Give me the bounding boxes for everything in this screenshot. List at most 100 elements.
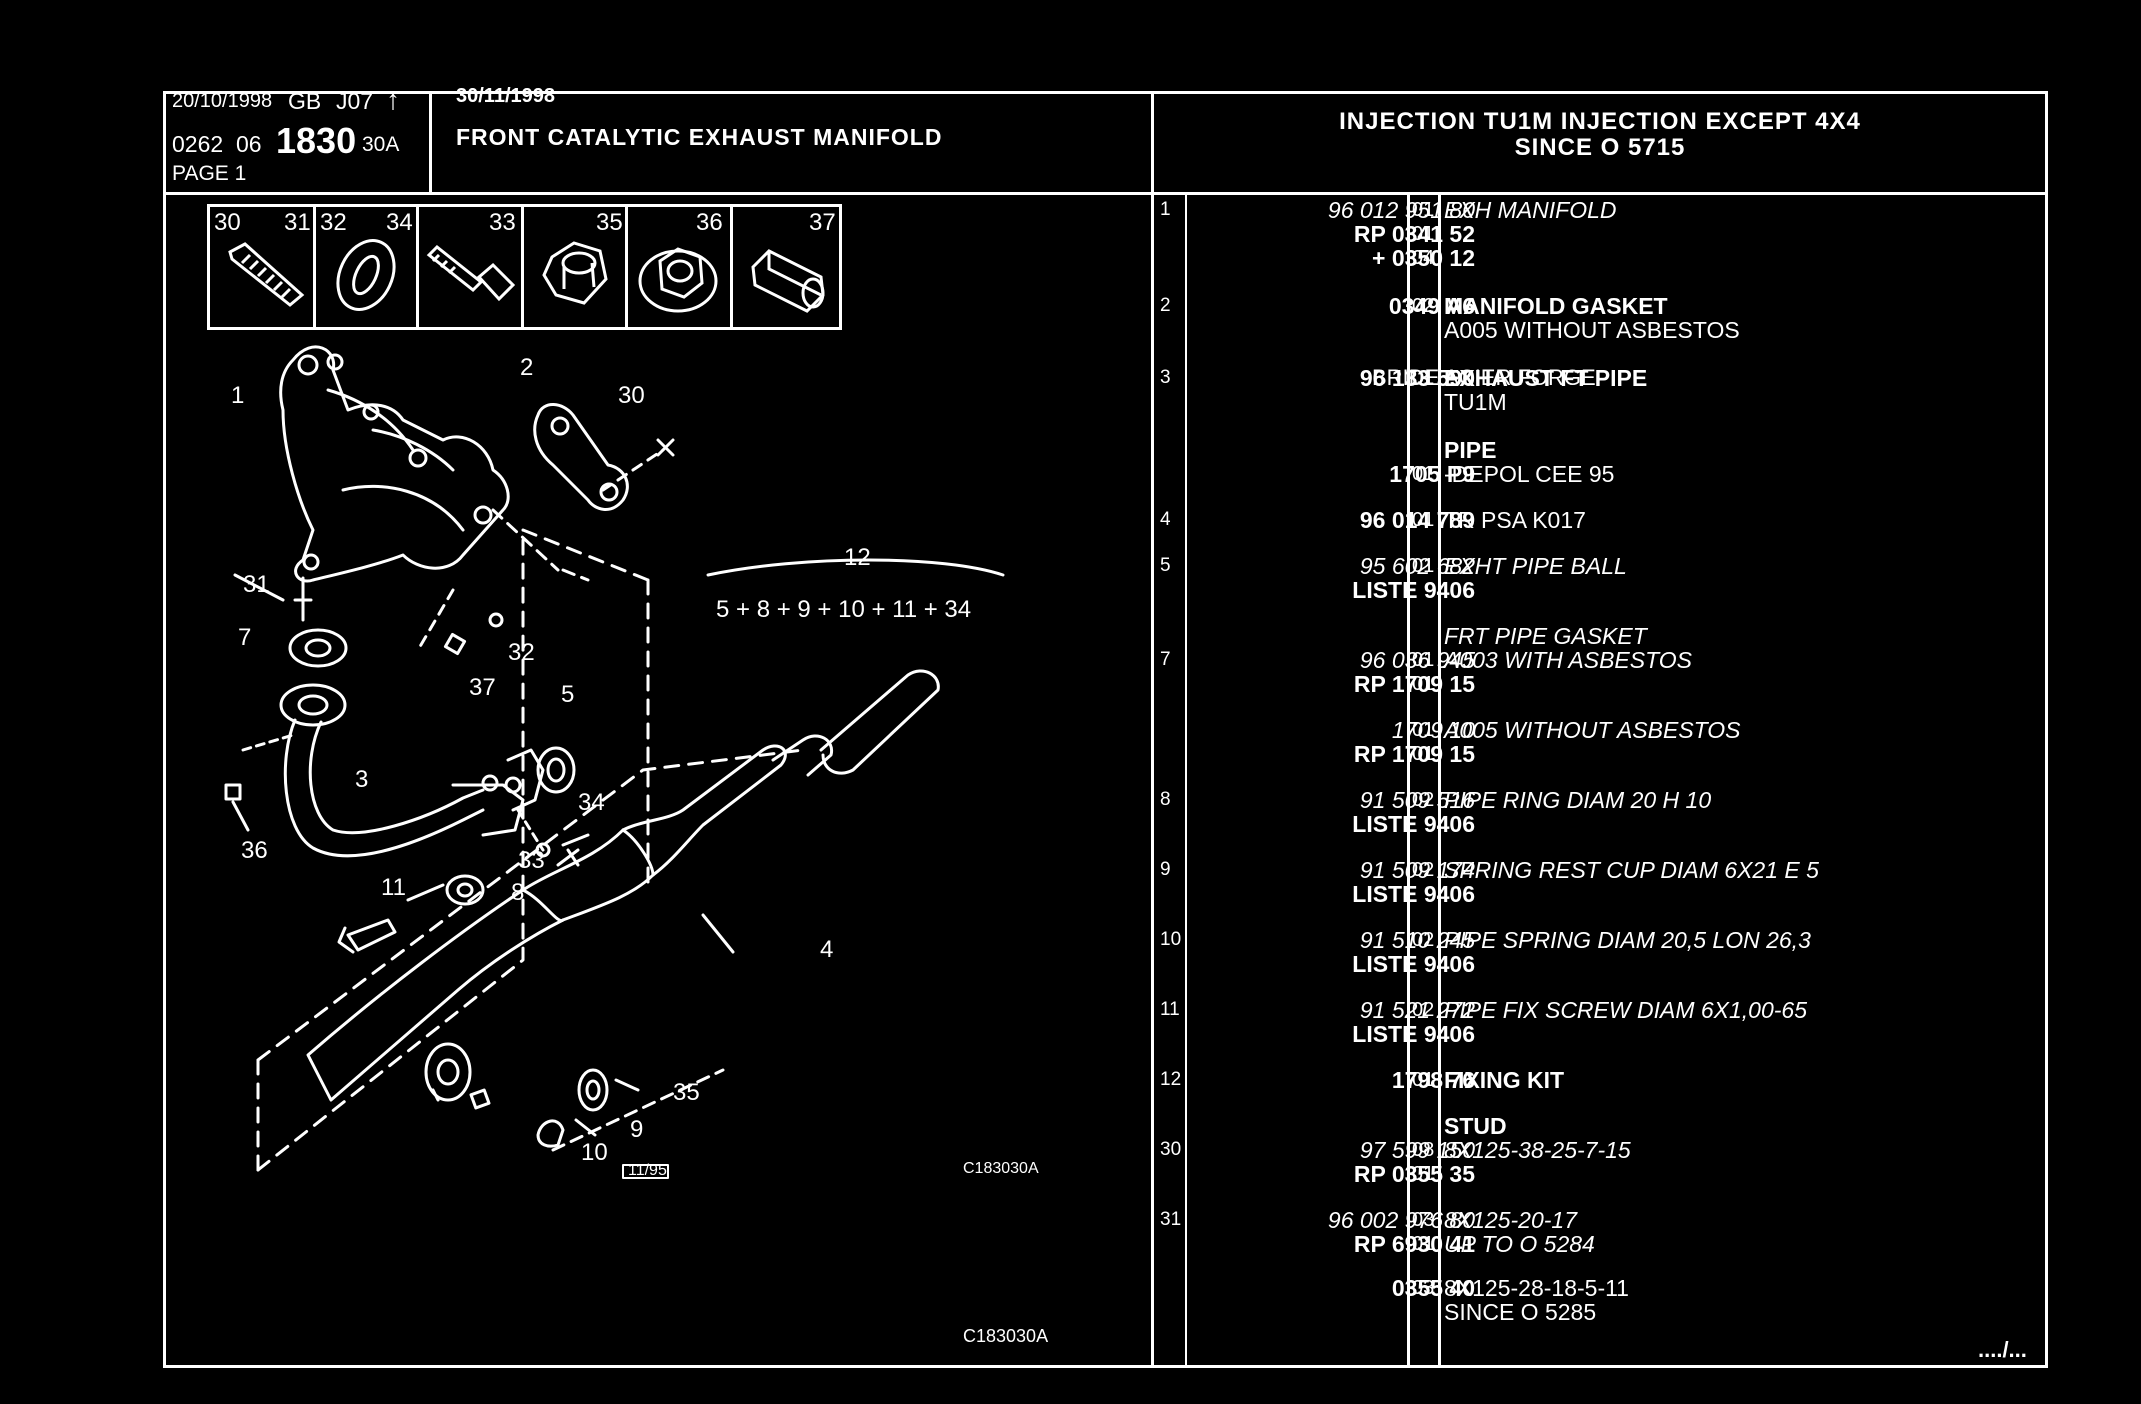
divider xyxy=(1151,91,1154,1368)
callout-10: 10 xyxy=(581,1139,608,1166)
table-row: SINCE O 5285 xyxy=(1152,1300,2045,1324)
item-number: 1 xyxy=(1160,199,1171,220)
part-reference: 1705 P9 xyxy=(1389,461,1475,487)
quantity: 02 xyxy=(1412,295,1435,317)
part-description: TR PSA K017 xyxy=(1444,507,1586,533)
part-reference: + 0350 12 xyxy=(1372,245,1475,271)
table-row: LISTE 9406 xyxy=(1152,882,2045,906)
part-reference: LISTE 9406 xyxy=(1352,577,1475,603)
thumb-33: 33 xyxy=(416,204,524,330)
item-number: 10 xyxy=(1160,929,1182,950)
lang-code: GB xyxy=(288,88,322,114)
thumb-36: 36 xyxy=(625,204,733,330)
part-description: TU1M xyxy=(1444,389,1507,415)
date-2: 30/11/1998 xyxy=(456,85,555,107)
thumb-label: 34 xyxy=(386,209,413,236)
quantity: 01 xyxy=(1412,1163,1435,1185)
part-description: FIXING KIT xyxy=(1444,1067,1565,1093)
quantity: 02 xyxy=(1412,929,1435,951)
part-reference: 96 133 590 xyxy=(1359,365,1475,391)
item-number: 30 xyxy=(1160,1139,1182,1160)
thumb-label: 36 xyxy=(696,209,723,236)
part-reference: RP 6930 41 xyxy=(1353,1231,1475,1257)
table-row: LISTE 9406 xyxy=(1152,812,2045,836)
part-description: 8X125-38-25-7-15 xyxy=(1444,1137,1631,1163)
quantity: 01 xyxy=(1412,555,1435,577)
quantity: 02 xyxy=(1412,859,1435,881)
divider xyxy=(1407,192,1410,1368)
quantity: 01 xyxy=(1412,719,1435,741)
figure-code: C183030A xyxy=(963,1160,1039,1177)
part-description: SINCE O 5285 xyxy=(1444,1299,1597,1325)
callout-12: 12 xyxy=(844,544,871,571)
quantity: 01 xyxy=(1412,367,1435,389)
part-reference: RP 0355 35 xyxy=(1353,1161,1475,1187)
part-description-extra: BRIDE ACIER FORGE xyxy=(1372,365,1596,390)
exploded-diagram: 1 2 30 31 7 32 37 5 3 36 34 33 8 11 4 35… xyxy=(224,345,1048,1346)
manifold-drawing xyxy=(279,345,510,583)
revision-stamp: 11/95 xyxy=(628,1162,667,1179)
page-number: PAGE 1 xyxy=(172,162,247,185)
callout-5: 5 xyxy=(561,681,574,708)
thumb-37: 37 xyxy=(730,204,842,330)
callout-34: 34 xyxy=(578,789,605,816)
spacer-nut-icon xyxy=(751,249,825,313)
part-reference: 95 602 682 xyxy=(1359,553,1475,579)
date-1: 20/10/1998 xyxy=(172,90,273,112)
part-reference: 96 036 945 xyxy=(1359,647,1475,673)
engine-line-1: INJECTION TU1M INJECTION EXCEPT 4X4 xyxy=(1339,108,1861,135)
nut-icon xyxy=(542,241,608,305)
flange-nut-icon xyxy=(638,247,718,313)
divider xyxy=(1185,192,1187,1368)
part-description: STUD xyxy=(1444,1113,1507,1139)
item-number: 7 xyxy=(1160,649,1171,670)
quantity: 01 xyxy=(1412,463,1435,485)
part-description: A003 WITH ASBESTOS xyxy=(1444,647,1692,673)
part-description: MANIFOLD GASKET xyxy=(1444,293,1668,319)
quantity: 01 xyxy=(1412,1233,1435,1255)
washer-icon xyxy=(336,239,396,311)
part-reference: 91 510 245 xyxy=(1359,927,1475,953)
table-row: STUD xyxy=(1152,1114,2045,1138)
thumb-30-31: 30 31 xyxy=(207,204,316,330)
part-reference: 91 509 174 xyxy=(1359,857,1475,883)
engine-line-2: SINCE O 5715 xyxy=(1514,134,1686,161)
table-row: A005 WITHOUT ASBESTOS xyxy=(1152,318,2045,342)
quantity: 08 xyxy=(1412,1139,1435,1161)
quantity: 01 xyxy=(1412,673,1435,695)
quantity: 01 xyxy=(1412,649,1435,671)
item-number: 2 xyxy=(1160,295,1171,316)
quantity: 03 xyxy=(1412,1209,1435,1231)
part-reference: 97 599 150 xyxy=(1359,1137,1475,1163)
part-description: PIPE xyxy=(1444,437,1497,463)
divider xyxy=(1438,192,1441,1368)
ref-a: 0262 xyxy=(172,131,224,157)
callout-31: 31 xyxy=(243,571,270,598)
part-description: 8X125-28-18-5-11 xyxy=(1444,1275,1629,1301)
thumb-label: 33 xyxy=(489,209,516,236)
part-description: SPRING REST CUP DIAM 6X21 E 5 xyxy=(1444,857,1819,883)
bolt-icon xyxy=(426,244,516,302)
part-reference: RP 1709 15 xyxy=(1353,741,1475,767)
part-reference: 91 509 516 xyxy=(1359,787,1475,813)
thumb-label: 31 xyxy=(284,209,311,236)
arrow-up-icon: ↑ xyxy=(386,84,400,115)
table-row: LISTE 9406 xyxy=(1152,1022,2045,1046)
part-description: -DEPOL CEE 95 xyxy=(1444,461,1615,487)
figure-code-bottom: C183030A xyxy=(963,1326,1048,1346)
quantity: 02 xyxy=(1412,789,1435,811)
part-reference: LISTE 9406 xyxy=(1352,1021,1475,1047)
part-description: EXHT PIPE BALL xyxy=(1444,553,1627,579)
quantity: 01 xyxy=(1412,743,1435,765)
quantity: 02 xyxy=(1412,999,1435,1021)
